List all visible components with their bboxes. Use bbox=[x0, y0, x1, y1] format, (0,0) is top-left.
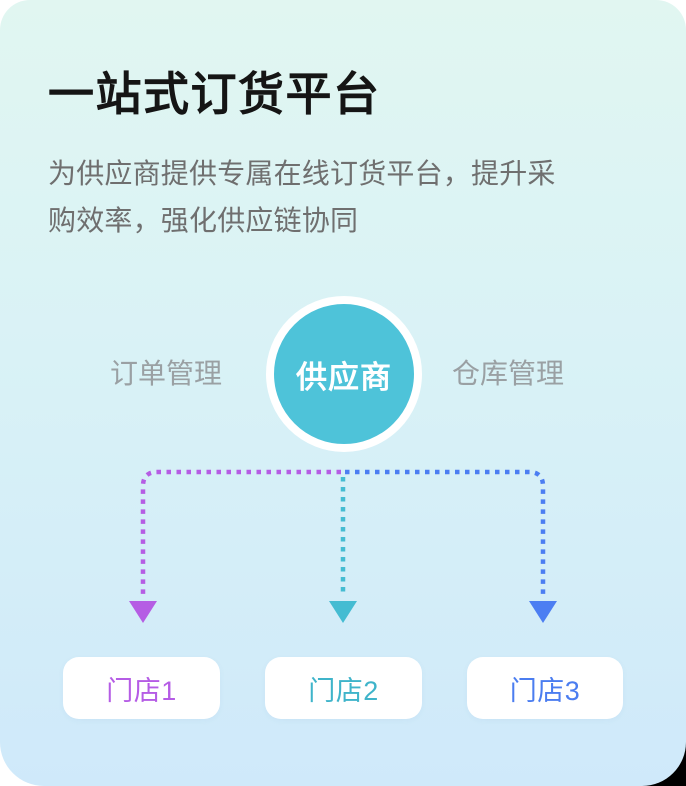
store-label-2: 门店2 bbox=[308, 675, 379, 706]
store-card-1: 门店1 bbox=[63, 657, 220, 719]
supplier-node: 供应商 bbox=[266, 296, 422, 452]
arrowhead-purple-icon bbox=[129, 601, 157, 623]
arrowhead-teal-icon bbox=[329, 601, 357, 623]
page-subtitle: 为供应商提供专属在线订货平台，提升采购效率，强化供应链协同 bbox=[48, 158, 556, 236]
arrowhead-blue-icon bbox=[529, 601, 557, 623]
label-warehouse-management: 仓库管理 bbox=[452, 358, 565, 389]
page-title: 一站式订货平台 bbox=[48, 68, 381, 120]
arrow-line-purple bbox=[140, 469, 341, 597]
store-card-2: 门店2 bbox=[265, 657, 422, 719]
store-label-3: 门店3 bbox=[509, 675, 581, 706]
store-card-3: 门店3 bbox=[467, 657, 623, 719]
supplier-node-label: 供应商 bbox=[296, 359, 392, 395]
store-label-1: 门店1 bbox=[106, 675, 177, 706]
label-order-management: 订单管理 bbox=[110, 358, 223, 389]
arrow-line-blue bbox=[345, 469, 546, 597]
